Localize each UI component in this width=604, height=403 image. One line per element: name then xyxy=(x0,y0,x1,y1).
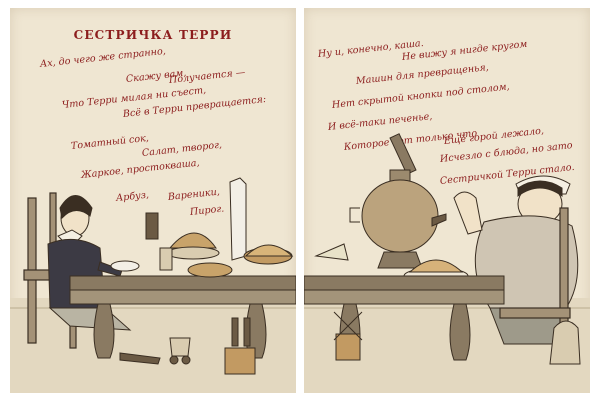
right-page: Ну и, конечно, каша. Не вижу я нигде кру… xyxy=(304,8,590,393)
cat-figure xyxy=(549,320,581,365)
toy-windmill xyxy=(333,311,363,361)
toy-figures xyxy=(119,317,256,375)
left-page: СЕСТРИЧКА ТЕРРИ Ах, до чего же странно, … xyxy=(10,8,296,393)
dining-table-left xyxy=(69,275,296,359)
samovar-scene-illustration xyxy=(304,133,590,393)
samovar xyxy=(349,133,447,269)
poem-title: СЕСТРИЧКА ТЕРРИ xyxy=(73,28,233,42)
food-items xyxy=(110,177,294,278)
dinner-table-illustration xyxy=(10,177,296,393)
melon-slice xyxy=(314,243,349,261)
